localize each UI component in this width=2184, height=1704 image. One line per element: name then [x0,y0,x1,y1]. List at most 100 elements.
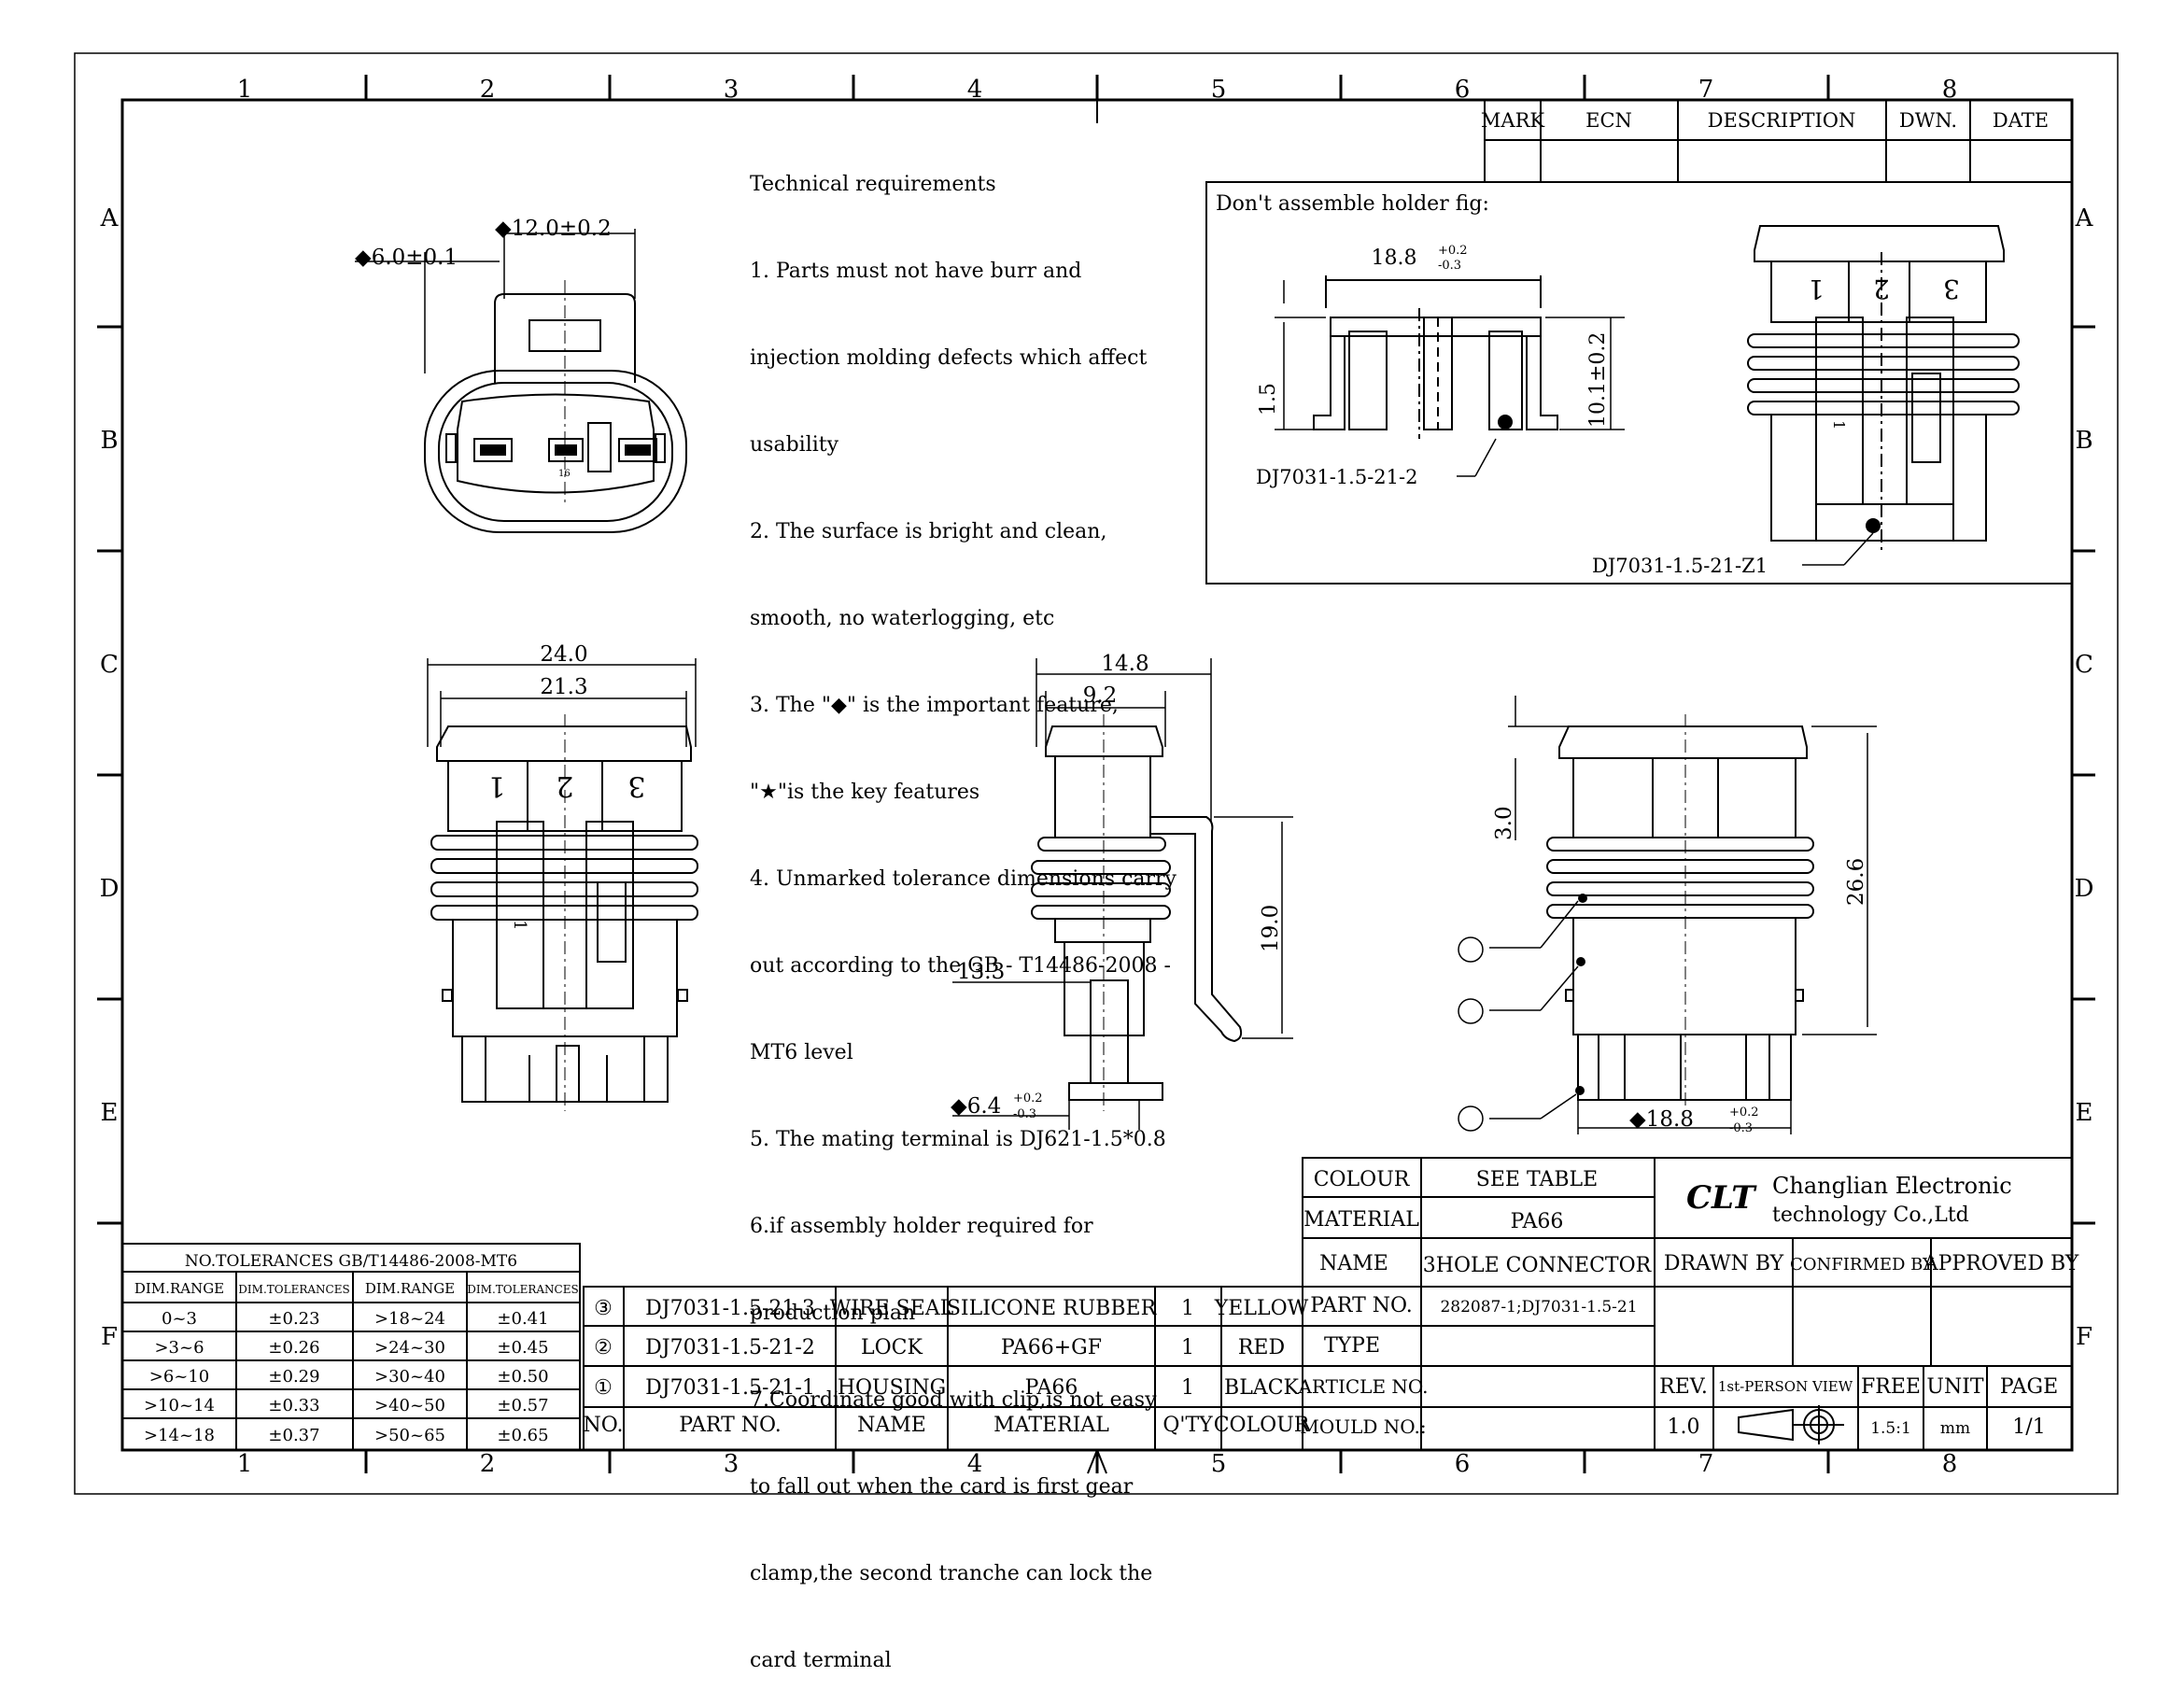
tech-req-line: 4. Unmarked tolerance dimensions carry [750,867,1177,891]
front-face-1: 1 [487,769,505,802]
view-label: 1st-PERSON VIEW [1718,1378,1853,1395]
rev-label: REV. [1659,1375,1708,1399]
holder-assembly-marker [1866,518,1881,533]
tech-req-line: MT6 level [750,1041,853,1064]
tech-req-line: card terminal [750,1649,892,1672]
zone-row-D-right: D [2075,875,2094,903]
name-value: 3HOLE CONNECTOR [1423,1254,1653,1277]
tol-r1-c3: ±0.45 [497,1338,548,1358]
holder-callout-leader [1843,532,1874,566]
zone-col-1-bottom: 1 [237,1450,253,1478]
holder-face-3: 3 [1943,274,1960,304]
zone-ticks [97,75,2095,1473]
iso-view-dims [1458,696,1877,1134]
title-block-grid [1302,1157,2073,1451]
holder-width-dim: 18.8 [1372,246,1417,270]
bom-r1-colour: RED [1238,1336,1285,1359]
tech-req-line: injection molding defects which affect [750,346,1148,370]
side-view-height-dim: 19.0 [1259,905,1283,952]
side-view-inner-dim: 9.2 [1083,683,1118,708]
top-view-inner-dim: ◆6.0±0.1 [355,246,458,270]
tech-req-line: clamp,the second tranche can lock the [750,1562,1153,1585]
iso-view-drawing [1546,725,1814,1101]
tol-r4-c2: >50~65 [374,1426,445,1445]
zone-row-C-left: C [100,651,119,679]
part-no-label: PART NO. [1310,1294,1413,1317]
center-mark-bottom [1087,1449,1107,1474]
mould-label: MOULD NO.: [1300,1415,1426,1438]
rev-date-header: DATE [1993,109,2049,132]
company-name-line1: Changlian Electronic [1772,1173,2012,1199]
side-view-left-dim: 13.3 [957,960,1005,984]
holder-side-number: 1 [1830,420,1848,430]
holder-lock-marker [1498,415,1513,430]
approved-by-label: APPROVED BY [1923,1252,2079,1275]
company-name-line2: technology Co.,Ltd [1772,1204,1969,1227]
confirmed-by-label: CONFIRMED BY [1790,1255,1935,1274]
drawing-sheet: 1 2 3 4 5 6 7 8 1 2 3 4 5 6 7 8 A B C D … [74,52,2119,1495]
zone-col-7-bottom: 7 [1698,1450,1714,1478]
outer-frame [74,52,2119,1495]
zone-col-5-top: 5 [1211,76,1227,104]
iso-view-bottom-tol-lower: -0.3 [1729,1121,1753,1135]
tech-req-line: production plan [750,1302,916,1325]
tol-r2-c2: >30~40 [374,1367,445,1387]
tech-req-line: out according to the GB - T14486-2008 - [750,954,1171,978]
bom-r0-qty: 1 [1181,1297,1194,1320]
bom-r2-part: DJ7031-1.5-21-1 [645,1376,815,1400]
tech-req-title: Technical requirements [750,173,996,196]
unit-value: mm [1940,1419,1970,1438]
tech-req-line: "★"is the key features [750,781,980,804]
zone-col-5-bottom: 5 [1211,1450,1227,1478]
zone-row-F-left: F [101,1323,118,1351]
bom-r0-material: SILICONE RUBBER [947,1297,1158,1320]
front-view-top-dim: 24.0 [540,642,587,667]
tol-r4-c0: >14~18 [144,1426,215,1445]
bom-r1-name: LOCK [861,1336,923,1359]
tol-r2-c0: >6~10 [149,1367,210,1387]
bom-r2-colour: BLACK [1224,1376,1299,1400]
zone-row-E-left: E [101,1099,119,1127]
zone-row-B-left: B [100,427,118,455]
zone-col-3-bottom: 3 [724,1450,740,1478]
tech-req-line: smooth, no waterlogging, etc [750,607,1055,630]
front-side-number: 1 [510,920,529,930]
bom-r0-no: ③ [594,1297,613,1320]
bom-r1-no: ② [594,1336,613,1359]
zone-row-A-left: A [100,204,120,232]
tol-r3-c2: >40~50 [374,1396,445,1415]
tol-header-tol-2: DIM.TOLERANCES [467,1283,578,1296]
tolerance-table-grid [121,1243,581,1451]
tech-req-line: 3. The "◆" is the important feature, [750,694,1119,717]
tolerance-table-rows: 0~3 ±0.23 >18~24 ±0.41 >3~6 ±0.26 >24~30… [144,1309,549,1445]
bom-header-qty: Q'TY [1162,1414,1213,1437]
holder-lock-drawing [1313,275,1558,439]
name-label: NAME [1319,1252,1388,1275]
holder-dims [1275,280,1625,477]
tech-req-line: 7.Coordinate good with clip,is not easy [750,1388,1157,1412]
drawn-by-label: DRAWN BY [1664,1252,1784,1275]
front-view-dims [427,658,697,747]
iso-view-height-dim: 26.6 [1844,858,1868,906]
tol-r4-c1: ±0.37 [268,1426,319,1445]
bom-r2-no: ① [594,1376,613,1400]
rev-value: 1.0 [1668,1415,1700,1439]
tol-r2-c1: ±0.29 [268,1367,319,1387]
tol-r3-c0: >10~14 [144,1396,215,1415]
iso-view-small-dim: 3.0 [1492,806,1516,840]
bom-r0-part: DJ7031-1.5-21-3 [645,1297,815,1320]
top-view-drawing [424,293,687,533]
holder-height-dim: 10.1±0.2 [1586,332,1610,428]
bom-r0-colour: YELLOW [1214,1297,1309,1320]
bom-r0-name: WIRE SEAL [830,1297,954,1320]
bom-header-colour: COLOUR [1214,1414,1311,1437]
technical-requirements: Technical requirements 1. Parts must not… [750,112,1189,1704]
zone-col-8-bottom: 8 [1942,1450,1958,1478]
side-view-bottom-dim: ◆6.4 [951,1094,1001,1119]
holder-face-2: 2 [1873,274,1890,304]
top-view-dims [355,229,636,373]
rev-description-header: DESCRIPTION [1708,109,1856,132]
holder-width-tol-lower: -0.3 [1438,259,1461,273]
tech-req-line: to fall out when the card is first gear [750,1475,1134,1499]
top-view-small-label: 16 [558,469,571,479]
